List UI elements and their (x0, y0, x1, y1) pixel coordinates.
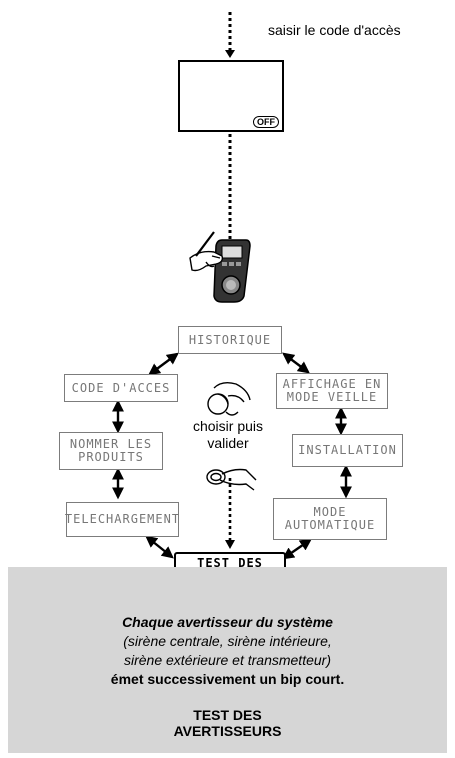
footer-title-line-1: TEST DES (193, 707, 262, 723)
hand-turn-knob-icon (207, 381, 251, 416)
menu-telechargement[interactable]: TELECHARGEMENT (65, 502, 179, 537)
instruction-text: saisir le code d'accès (268, 22, 401, 38)
menu-nommer-produits[interactable]: NOMMER LES PRODUITS (59, 432, 163, 470)
remote-control-icon (213, 239, 251, 303)
arrow-mode-test (282, 538, 312, 560)
menu-mode-automatique[interactable]: MODE AUTOMATIQUE (273, 498, 387, 540)
menu-historique[interactable]: HISTORIQUE (178, 326, 282, 354)
keypad-screen (178, 60, 284, 132)
choose-validate-label: choisir puis valider (192, 418, 264, 451)
footer-title-line-2: AVERTISSEURS (173, 723, 282, 739)
description-line-1: Chaque avertisseur du système (122, 614, 333, 630)
off-badge: OFF (253, 116, 279, 128)
menu-affichage-mode-veille[interactable]: AFFICHAGE EN MODE VEILLE (276, 373, 388, 409)
menu-code-acces[interactable]: CODE D'ACCES (64, 374, 178, 402)
arrow-historique-code (148, 352, 179, 376)
hand-press-button-icon (206, 468, 257, 491)
menu-installation[interactable]: INSTALLATION (292, 434, 403, 467)
hand-pen-icon (189, 231, 224, 272)
description-line-4: émet successivement un bip court. (110, 671, 345, 687)
description-text: Chaque avertisseur du système (sirène ce… (8, 613, 447, 689)
arrow-down-center (225, 540, 235, 549)
description-line-3: sirène extérieure et transmetteur) (124, 652, 331, 668)
arrow-telechargement-test (145, 535, 174, 559)
description-panel (8, 567, 447, 753)
arrow-down-top (225, 50, 235, 58)
description-line-2: (sirène centrale, sirène intérieure, (123, 633, 332, 649)
arrow-historique-affichage (282, 352, 310, 374)
footer-title: TEST DES AVERTISSEURS (8, 707, 447, 739)
